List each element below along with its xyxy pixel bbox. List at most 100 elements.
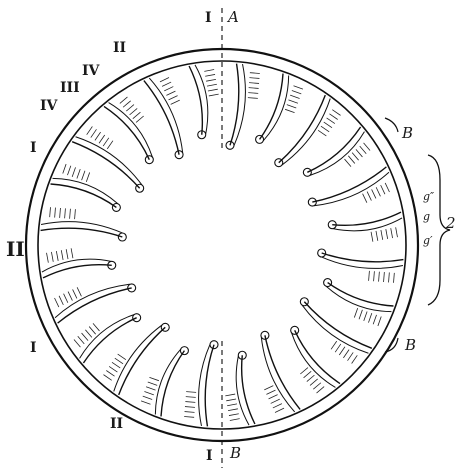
hatch-line bbox=[185, 402, 195, 403]
hatch-line bbox=[133, 112, 141, 118]
hatch-line bbox=[271, 399, 280, 403]
hatch-line bbox=[184, 417, 194, 418]
hatch-line bbox=[103, 138, 109, 146]
hatch-line bbox=[374, 271, 375, 281]
hatch-line bbox=[230, 419, 240, 421]
hatch-line bbox=[384, 272, 385, 282]
septum-inner-line bbox=[42, 259, 111, 272]
hatch-line bbox=[112, 362, 120, 368]
septum-inner-line bbox=[333, 218, 402, 231]
label-left-i-upper: I bbox=[30, 140, 37, 156]
hatch-line bbox=[248, 98, 258, 99]
hatch-line bbox=[385, 183, 389, 192]
hatch-line bbox=[226, 399, 236, 401]
hatch-line bbox=[65, 208, 66, 218]
hatch-line bbox=[118, 354, 126, 360]
hatch-line bbox=[391, 228, 393, 238]
hatch-line bbox=[59, 296, 63, 305]
hatch-line bbox=[56, 251, 58, 261]
septum bbox=[230, 64, 239, 146]
septum bbox=[260, 74, 283, 140]
hatch-line bbox=[66, 249, 68, 259]
hatch-line bbox=[225, 394, 235, 396]
label-left-iv: IV bbox=[40, 98, 59, 114]
septum-inner-line bbox=[236, 356, 249, 425]
hatch-line bbox=[381, 230, 383, 240]
hatch-line bbox=[300, 368, 308, 374]
hatch-line bbox=[249, 78, 259, 79]
hatch-line bbox=[78, 336, 84, 344]
hatch-line bbox=[162, 82, 171, 86]
hatch-line bbox=[47, 253, 49, 263]
hatch-line bbox=[343, 350, 349, 358]
hatch-line bbox=[364, 311, 367, 320]
hatch-line bbox=[82, 171, 85, 180]
hatch-line bbox=[227, 404, 237, 406]
hatch-line bbox=[51, 252, 53, 262]
hatch-line bbox=[141, 401, 150, 404]
hatch-line bbox=[373, 315, 376, 324]
label-top-a: A bbox=[226, 8, 239, 26]
septum bbox=[119, 327, 166, 395]
hatch-line bbox=[120, 97, 128, 103]
label-g: g bbox=[423, 210, 430, 223]
hatch-line bbox=[264, 386, 273, 390]
hatch-line bbox=[389, 272, 390, 282]
hatch-line bbox=[204, 70, 214, 72]
hatch-line bbox=[136, 116, 144, 122]
hatch-line bbox=[77, 169, 80, 178]
label-right-2: 2 bbox=[445, 214, 456, 232]
hatch-line bbox=[55, 298, 59, 307]
septum-inner-line bbox=[41, 222, 123, 233]
label-g-double-prime: g″ bbox=[423, 190, 435, 203]
hatch-line bbox=[292, 90, 301, 93]
hatch-line bbox=[269, 395, 278, 399]
label-lower-ii: II bbox=[110, 416, 123, 432]
septum-inner-line bbox=[321, 257, 403, 268]
hatch-line bbox=[348, 352, 354, 360]
hatch-line bbox=[106, 371, 114, 377]
hatch-line bbox=[186, 392, 196, 393]
septum bbox=[83, 318, 136, 363]
hatch-line bbox=[345, 159, 351, 167]
label-right-b-upper: B bbox=[401, 124, 413, 142]
label-g-prime: g′ bbox=[423, 234, 433, 247]
label-left-i-lower: I bbox=[30, 340, 37, 356]
hatch-line bbox=[356, 149, 362, 157]
septum bbox=[104, 106, 149, 159]
hatch-line bbox=[70, 209, 71, 219]
hatch-line bbox=[371, 232, 373, 242]
hatch-line bbox=[372, 189, 376, 198]
septum bbox=[328, 283, 394, 306]
hatch-line bbox=[310, 379, 318, 385]
hatch-line bbox=[348, 156, 354, 164]
hatch-line bbox=[376, 231, 378, 241]
central-cavity bbox=[127, 150, 317, 340]
hatch-line bbox=[266, 390, 275, 394]
septum bbox=[279, 95, 326, 163]
hatch-line bbox=[63, 164, 66, 173]
hatch-line bbox=[378, 317, 381, 326]
hatch-line bbox=[103, 375, 111, 381]
hatch-line bbox=[317, 387, 325, 393]
hatch-line bbox=[207, 84, 217, 86]
hatch-line bbox=[359, 310, 362, 319]
hatch-line bbox=[206, 79, 216, 81]
hatch-line bbox=[89, 327, 95, 335]
hatch-line bbox=[186, 397, 196, 398]
hatch-line bbox=[363, 194, 367, 203]
hatch-line bbox=[164, 87, 173, 91]
hatch-line bbox=[99, 135, 105, 143]
hatch-line bbox=[288, 100, 297, 103]
hatch-line bbox=[146, 387, 155, 390]
hatch-line bbox=[86, 172, 89, 181]
hatch-line bbox=[364, 143, 370, 151]
septum bbox=[161, 351, 184, 417]
hatch-line bbox=[379, 272, 380, 282]
hatch-line bbox=[324, 122, 332, 128]
septum bbox=[72, 142, 140, 189]
septum bbox=[304, 302, 372, 349]
hatch-line bbox=[130, 108, 138, 114]
hatch-line bbox=[304, 371, 312, 377]
hatch-line bbox=[313, 383, 321, 389]
